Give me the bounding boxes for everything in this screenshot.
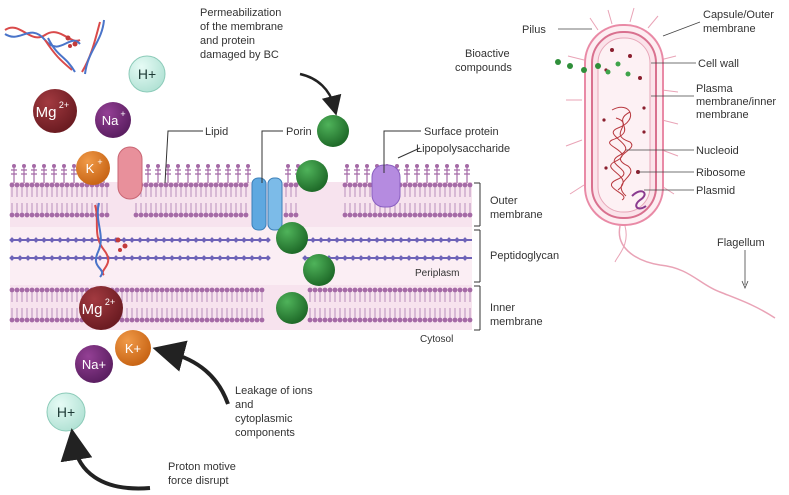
lipid-label: Lipid <box>205 126 228 138</box>
bc-sphere <box>276 292 308 324</box>
svg-text:H+: H+ <box>57 404 75 420</box>
porin-channel <box>251 177 283 231</box>
svg-text:2+: 2+ <box>59 100 69 110</box>
capsule-label: Capsule/Outer membrane <box>703 9 774 35</box>
membrane-section <box>9 164 473 330</box>
cell-wall-label: Cell wall <box>698 58 739 70</box>
svg-text:Outer: Outer <box>490 195 518 207</box>
svg-text:cytoplasmic: cytoplasmic <box>235 413 293 425</box>
cytosol-label: Cytosol <box>420 334 453 345</box>
ion-na-top: Na + <box>95 102 131 138</box>
svg-text:K+: K+ <box>125 341 141 356</box>
pilus-label: Pilus <box>522 24 546 36</box>
svg-text:membrane: membrane <box>490 209 543 221</box>
svg-text:compounds: compounds <box>455 62 512 74</box>
nucleoid-label: Nucleoid <box>696 145 739 157</box>
svg-text:Leakage of ions: Leakage of ions <box>235 385 313 397</box>
bc-sphere <box>317 115 349 147</box>
proton-label: Proton motive force disrupt <box>168 461 236 487</box>
bc-sphere <box>303 254 335 286</box>
lipid-bilayers <box>9 182 473 323</box>
svg-text:H+: H+ <box>138 66 156 82</box>
svg-text:Capsule/Outer: Capsule/Outer <box>703 9 774 21</box>
svg-text:of the membrane: of the membrane <box>200 21 283 33</box>
ion-k-bottom: K+ <box>115 330 151 366</box>
svg-text:membrane: membrane <box>696 109 749 121</box>
svg-text:Inner: Inner <box>490 302 515 314</box>
nucleoid <box>609 106 633 201</box>
arrow-proton <box>60 428 151 491</box>
ion-k-top: K + <box>76 151 110 185</box>
lipid-protein <box>117 146 143 200</box>
svg-text:Na+: Na+ <box>82 357 106 372</box>
svg-text:damaged by BC: damaged by BC <box>200 49 279 61</box>
svg-text:membrane: membrane <box>703 23 756 35</box>
svg-text:Permeabilization: Permeabilization <box>200 7 281 19</box>
permeabilization-label: Permeabilization of the membrane and pro… <box>200 7 283 61</box>
svg-text:membrane/inner: membrane/inner <box>696 96 776 108</box>
peptidoglycan-label: Peptidoglycan <box>490 250 559 262</box>
svg-text:+: + <box>97 157 102 167</box>
cell-leader-lines <box>558 21 746 285</box>
lipopolysaccharide-label: Lipopolysaccharide <box>416 143 510 155</box>
periplasm-band <box>10 227 472 285</box>
porin-label: Porin <box>286 126 312 138</box>
ribosomes <box>602 48 646 174</box>
arrow-permeabilization <box>299 72 342 116</box>
ion-mg-bottom: Mg 2+ <box>79 286 123 330</box>
leakage-label: Leakage of ions and cytoplasmic componen… <box>235 385 313 439</box>
dna-fragments <box>4 19 128 278</box>
svg-text:K: K <box>86 161 95 176</box>
outer-membrane-label: Outer membrane <box>490 195 543 221</box>
svg-text:+: + <box>120 109 125 119</box>
pili <box>565 7 679 195</box>
bioactive-label: Bioactive compounds <box>455 48 512 74</box>
svg-text:Proton motive: Proton motive <box>168 461 236 473</box>
ion-na-bottom: Na+ <box>75 345 113 383</box>
svg-text:2+: 2+ <box>105 297 115 307</box>
svg-text:force disrupt: force disrupt <box>168 475 229 487</box>
bioactive-compound-dots <box>555 59 631 77</box>
svg-text:Mg: Mg <box>36 104 57 121</box>
svg-text:Mg: Mg <box>82 301 103 318</box>
ion-mg-top: Mg 2+ <box>33 89 77 133</box>
bacterium-cell <box>555 7 776 319</box>
leader-lines <box>164 130 481 331</box>
svg-text:membrane: membrane <box>490 316 543 328</box>
arrow-leakage <box>152 340 230 405</box>
plasma-membrane-label: Plasma membrane/inner membrane <box>696 83 776 121</box>
flagellum <box>618 225 776 319</box>
svg-text:Na: Na <box>102 113 119 128</box>
plasmid <box>631 190 647 210</box>
ion-h-bottom: H+ <box>46 392 86 432</box>
bc-sphere <box>276 222 308 254</box>
svg-text:Bioactive: Bioactive <box>465 48 510 60</box>
svg-text:and protein: and protein <box>200 35 255 47</box>
svg-text:and: and <box>235 399 253 411</box>
periplasm-label: Periplasm <box>415 268 459 279</box>
flagellum-label: Flagellum <box>717 237 765 249</box>
ion-h-top: H+ <box>128 55 166 93</box>
svg-text:components: components <box>235 427 295 439</box>
bc-sphere <box>296 160 328 192</box>
surface-protein <box>371 164 401 208</box>
inner-membrane-label: Inner membrane <box>490 302 543 328</box>
plasmid-label: Plasmid <box>696 185 735 197</box>
ribosome-label: Ribosome <box>696 167 746 179</box>
bioactive-compound-spheres <box>276 115 349 324</box>
peptidoglycan-strands <box>9 237 472 261</box>
svg-text:Plasma: Plasma <box>696 83 734 95</box>
surface-protein-label: Surface protein <box>424 126 499 138</box>
